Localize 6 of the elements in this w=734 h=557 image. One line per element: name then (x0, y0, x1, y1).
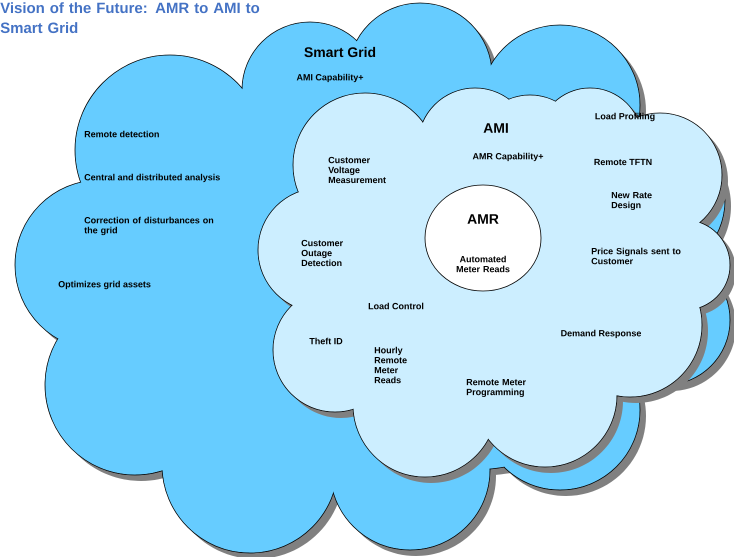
capability-label: Central and distributed analysis (84, 174, 220, 182)
cloud-heading: Smart Grid (304, 46, 376, 58)
capability-label: Remote detection (84, 130, 159, 138)
capability-label: Correction of disturbances on the grid (84, 216, 214, 236)
title: Vision of the Future: AMR to AMI to Smart Grid (0, 2, 260, 34)
capability-label: Optimizes grid assets (58, 280, 151, 290)
